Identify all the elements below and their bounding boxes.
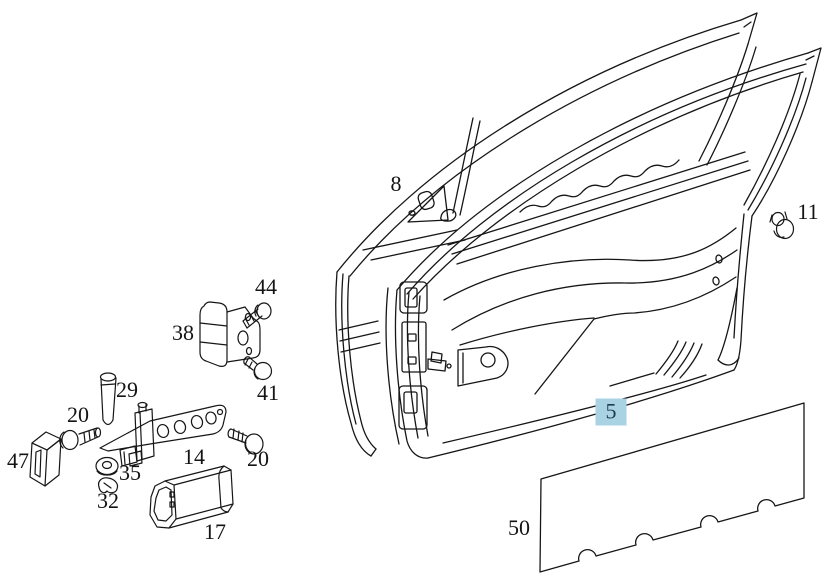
hinge-pin-29 (99, 372, 117, 426)
callout-14[interactable]: 14 (183, 444, 205, 469)
washer-35 (95, 456, 119, 476)
callout-5-highlighted[interactable]: 5 (595, 398, 627, 426)
callout-35[interactable]: 35 (119, 460, 141, 485)
door-shell-5 (385, 47, 822, 459)
callout-44[interactable]: 44 (255, 274, 277, 299)
callout-47[interactable]: 47 (7, 448, 29, 473)
callout-11[interactable]: 11 (797, 199, 819, 224)
bolt-44 (242, 302, 272, 329)
check-strap-stub (427, 358, 452, 372)
check-cover-17 (149, 465, 234, 529)
blanking-plug-11 (769, 211, 795, 240)
callout-38[interactable]: 38 (172, 320, 194, 345)
buffer-block-47 (29, 431, 62, 487)
check-strap-14 (99, 401, 227, 467)
callout-8[interactable]: 8 (390, 171, 402, 196)
door-hinge-upper-mount (399, 281, 428, 314)
door-window-frame-8 (335, 12, 758, 457)
callout-32[interactable]: 32 (97, 488, 119, 513)
bolt-41 (243, 356, 273, 381)
callout-17[interactable]: 17 (204, 519, 226, 544)
mirror-triangle (407, 185, 449, 223)
callout-41[interactable]: 41 (257, 380, 279, 405)
callout-29[interactable]: 29 (116, 377, 138, 402)
callout-50[interactable]: 50 (508, 515, 530, 540)
bolt-20-right (227, 428, 264, 455)
sealing-foil-50 (539, 402, 805, 573)
callout-20-left[interactable]: 20 (67, 402, 89, 427)
door-hinge-38 (199, 301, 261, 367)
callout-20-right[interactable]: 20 (247, 446, 269, 471)
door-hinge-lower-mount (398, 385, 428, 430)
retaining-clip-32 (97, 477, 119, 494)
door-hinge-plate (401, 321, 427, 373)
bolt-20-left (59, 427, 102, 451)
